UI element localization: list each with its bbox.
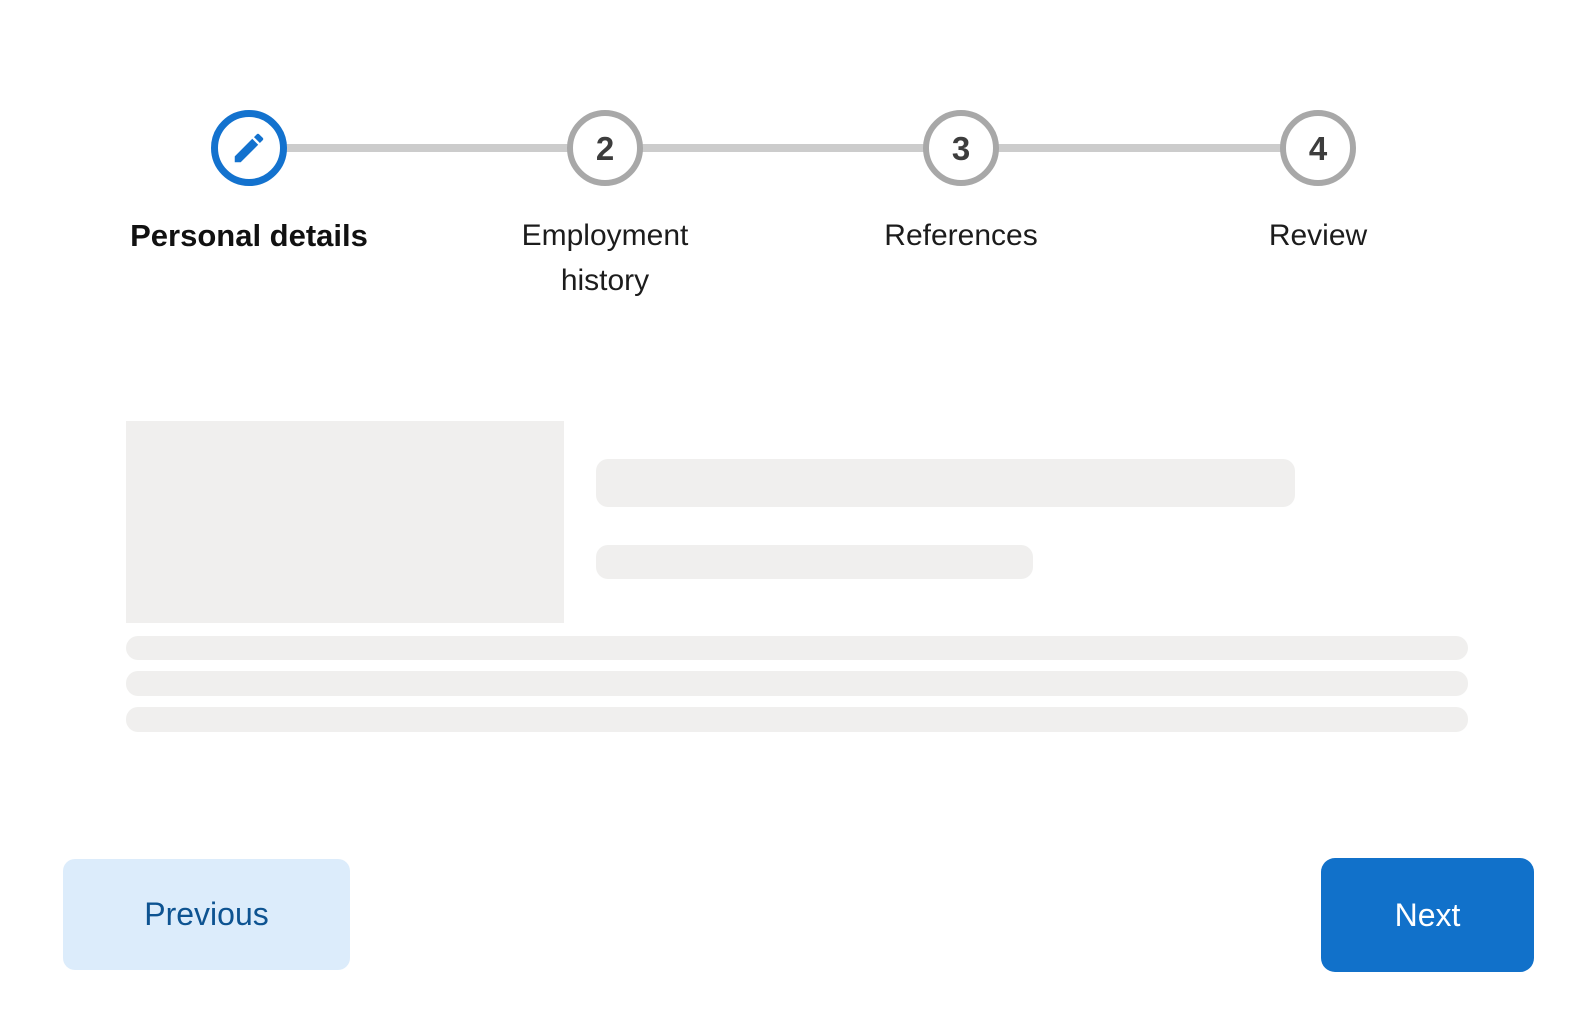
step-3-references-circle[interactable]: 3: [923, 110, 999, 186]
pencil-icon: [234, 133, 264, 163]
step-4-number: 4: [1308, 129, 1328, 167]
content-placeholder-text-line-1: [126, 636, 1468, 660]
step-1-personal-details-circle[interactable]: [211, 110, 287, 186]
step-3-label: References: [884, 219, 1038, 252]
content-placeholder-heading-bar: [596, 459, 1295, 507]
step-4-review-circle[interactable]: 4: [1280, 110, 1356, 186]
step-2-number: 2: [595, 129, 615, 167]
content-placeholder-subheading-bar: [596, 545, 1033, 579]
step-2-employment-history-circle[interactable]: 2: [567, 110, 643, 186]
step-3-number: 3: [951, 129, 971, 167]
previous-button[interactable]: Previous: [63, 859, 350, 970]
stepper-connector-line: [249, 144, 1318, 152]
next-button[interactable]: Next: [1321, 858, 1534, 972]
step-1-label: Personal details: [130, 218, 368, 253]
step-4-label: Review: [1268, 219, 1368, 252]
content-placeholder-image-block: [126, 421, 564, 623]
content-placeholder-text-line-2: [126, 671, 1468, 696]
content-placeholder-text-line-3: [126, 707, 1468, 732]
step-2-label: Employment history: [521, 219, 689, 297]
